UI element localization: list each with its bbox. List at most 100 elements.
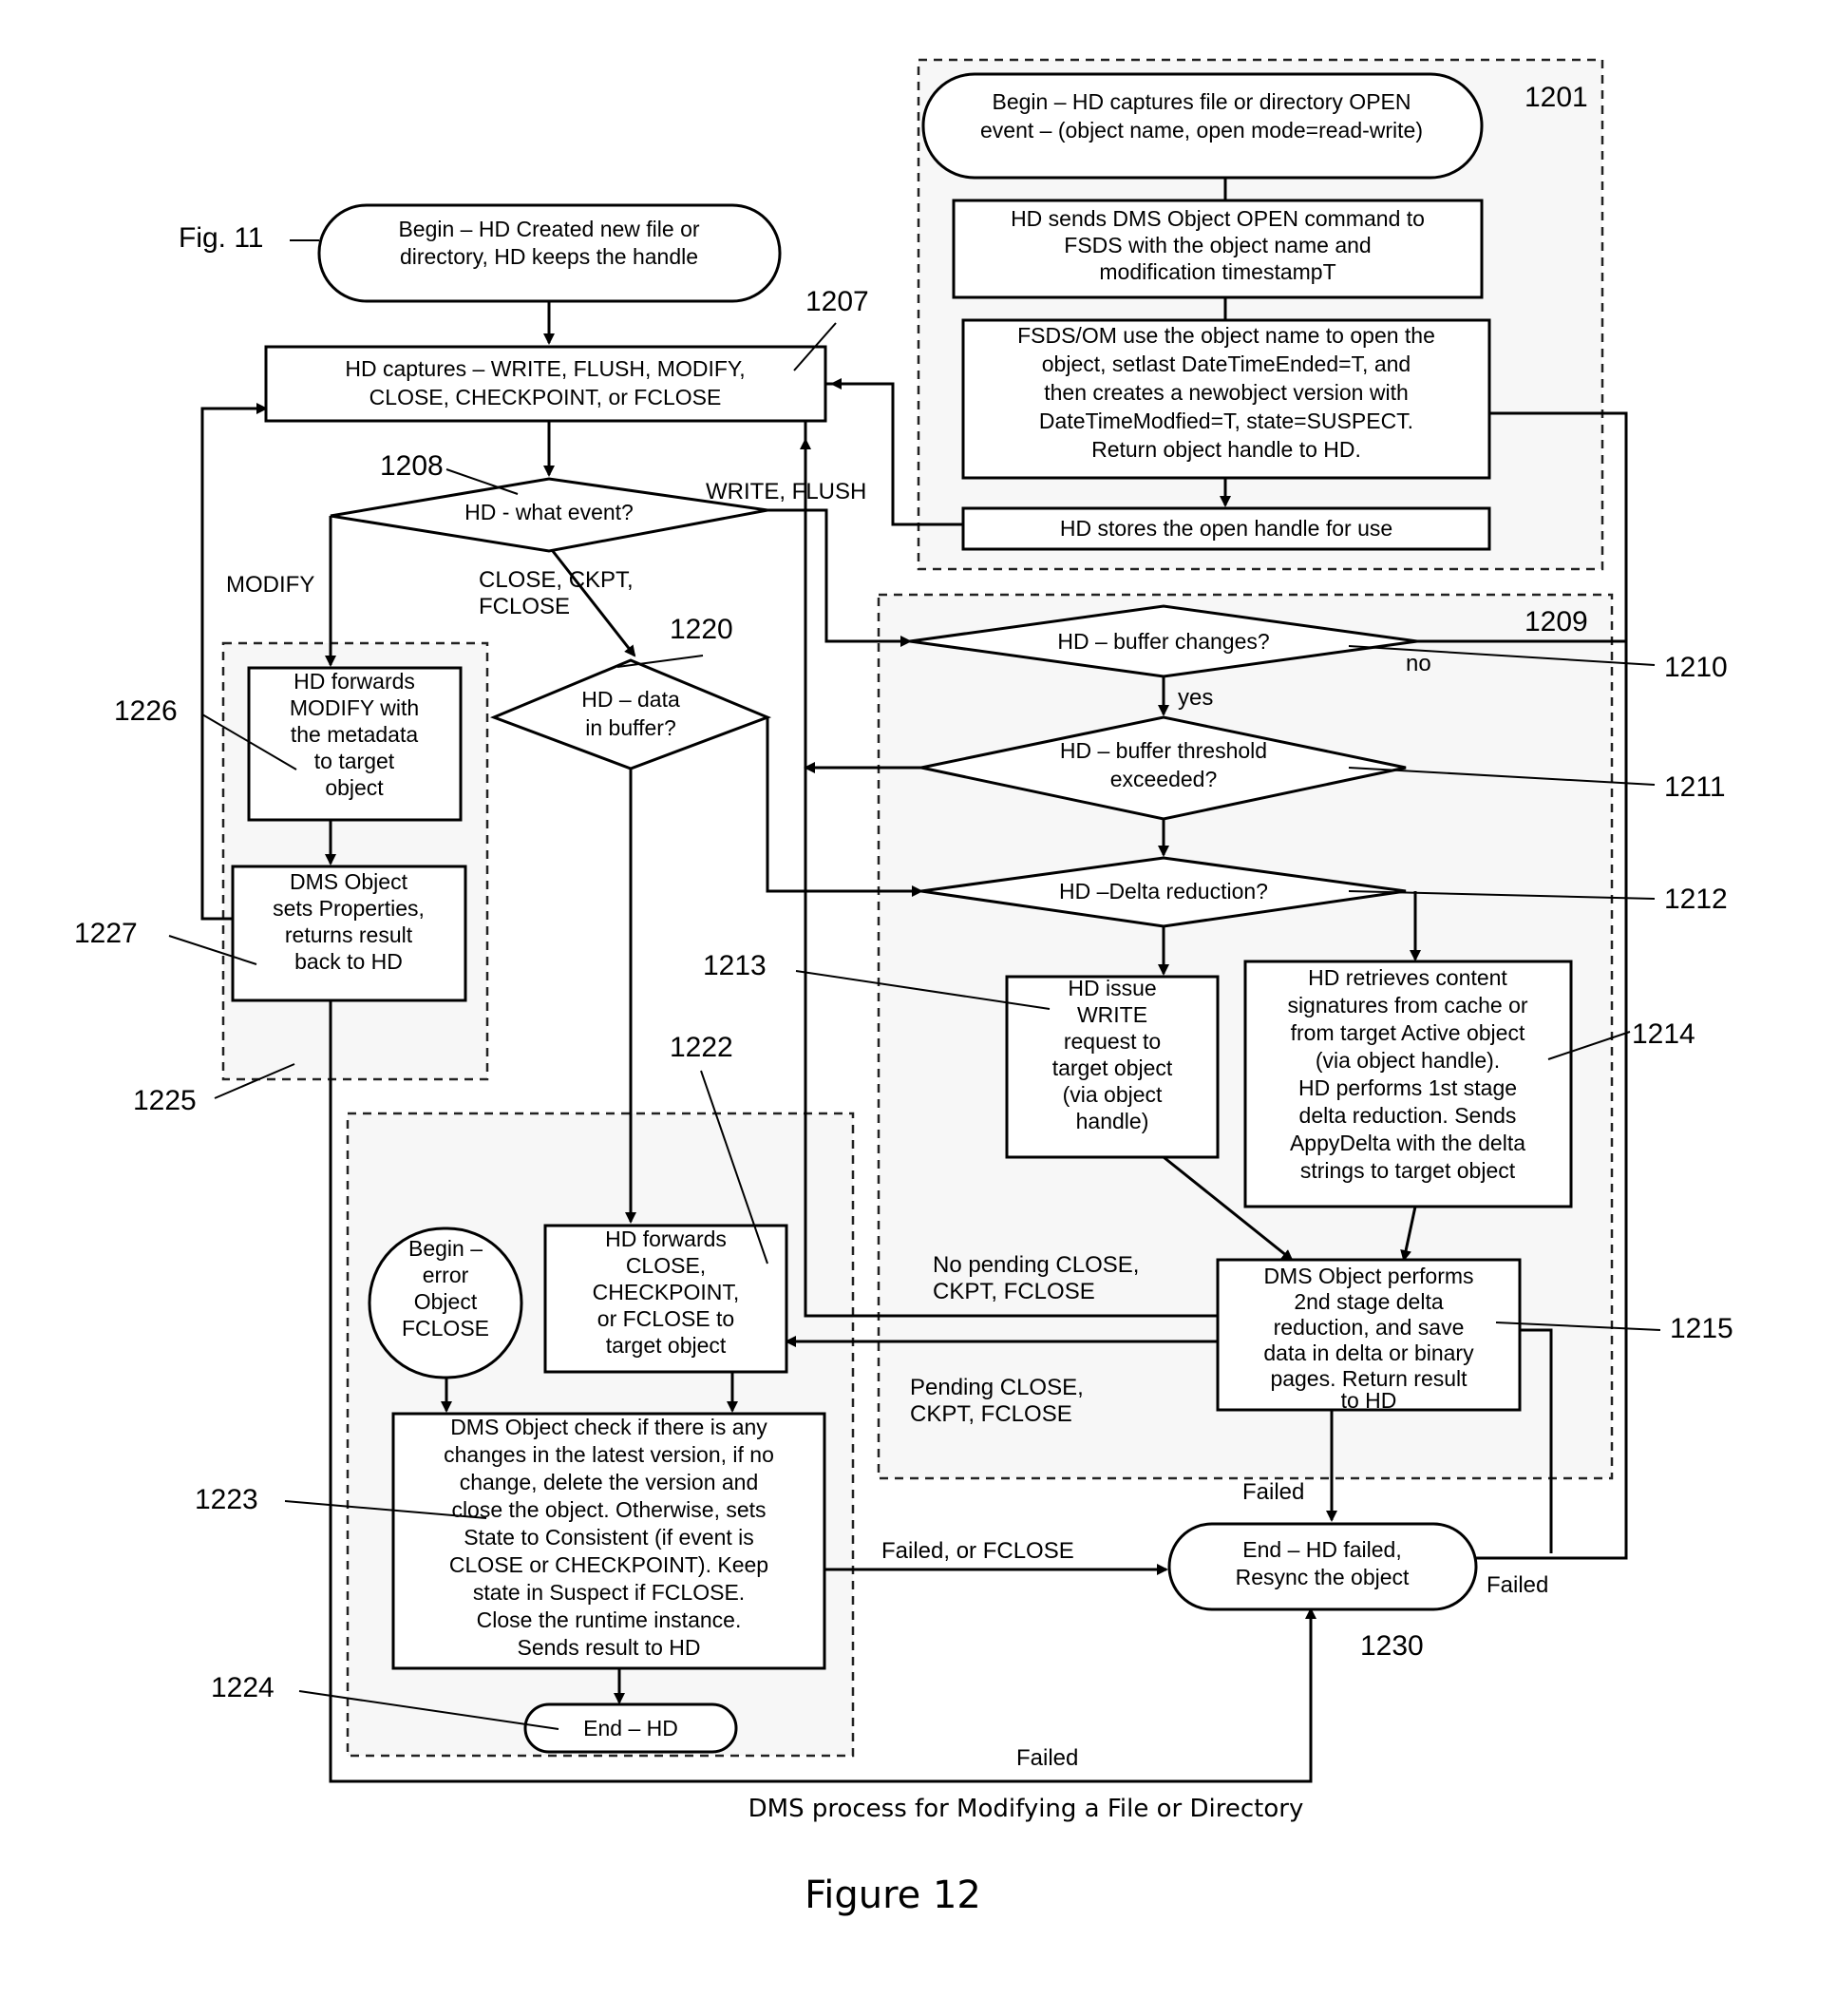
dms-check-line-7: state in Suspect if FCLOSE. (473, 1580, 745, 1605)
modify-forward-line-2: MODIFY with (290, 695, 419, 720)
dms-sets-line-4: back to HD (294, 949, 403, 974)
begin-error-line-2: error (423, 1263, 469, 1287)
end-failed-line-1: End – HD failed, (1242, 1537, 1401, 1562)
dms-check-line-6: CLOSE or CHECKPOINT). Keep (449, 1552, 768, 1577)
dms-second-line-2: 2nd stage delta (1294, 1289, 1444, 1314)
fig11-label: Fig. 11 (179, 222, 264, 254)
capture-events-line-2: CLOSE, CHECKPOINT, or FCLOSE (369, 385, 722, 409)
ref-1226: 1226 (114, 695, 178, 727)
dms-check-line-5: State to Consistent (if event is (464, 1525, 754, 1550)
dms-sets-line-3: returns result (285, 922, 413, 947)
what-event-decision: HD - what event? (331, 479, 767, 551)
modify-forward-line-5: object (325, 775, 384, 800)
dms-check-line-9: Sends result to HD (517, 1635, 700, 1660)
label-no-pending-2: CKPT, FCLOSE (933, 1279, 1095, 1304)
label-close-ckpt-2: FCLOSE (479, 594, 570, 619)
issue-write-line-3: request to (1064, 1029, 1161, 1054)
buffer-threshold-line-2: exceeded? (1110, 767, 1218, 791)
dms-second-line-3: reduction, and save (1274, 1315, 1465, 1340)
issue-write-line-2: WRITE (1077, 1002, 1147, 1027)
buffer-threshold-line-1: HD – buffer threshold (1060, 738, 1267, 763)
retrieve-line-2: signatures from cache or (1287, 993, 1527, 1018)
modify-forward-box: HD forwards MODIFY with the metadata to … (249, 668, 461, 820)
data-in-buffer-line-2: in buffer? (585, 715, 675, 740)
begin-created-line-1: Begin – HD Created new file or (398, 217, 699, 241)
dms-second-line-1: DMS Object performs (1263, 1264, 1473, 1288)
capture-events-box: HD captures – WRITE, FLUSH, MODIFY, CLOS… (266, 347, 825, 421)
label-failed-right: Failed (1487, 1572, 1548, 1598)
dms-sets-properties-box: DMS Object sets Properties, returns resu… (233, 866, 465, 1000)
begin-open-event-line-2: event – (object name, open mode=read-wri… (980, 118, 1423, 143)
forward-close-line-2: CLOSE, (626, 1253, 706, 1278)
fsds-om-line-3: then creates a newobject version with (1044, 380, 1409, 405)
begin-open-event-line-1: Begin – HD captures file or directory OP… (992, 89, 1411, 114)
fsds-om-line-1: FSDS/OM use the object name to open the (1017, 323, 1435, 348)
dms-check-box: DMS Object check if there is any changes… (393, 1414, 824, 1668)
forward-close-box: HD forwards CLOSE, CHECKPOINT, or FCLOSE… (545, 1226, 786, 1372)
label-failed-bottom: Failed (1016, 1745, 1078, 1771)
open-command-box: HD sends DMS Object OPEN command to FSDS… (954, 200, 1482, 297)
issue-write-box: HD issue WRITE request to target object … (1007, 976, 1218, 1157)
ref-1208: 1208 (380, 450, 444, 482)
dms-check-line-2: changes in the latest version, if no (444, 1442, 774, 1467)
retrieve-signatures-box: HD retrieves content signatures from cac… (1245, 961, 1571, 1207)
ref-1220: 1220 (670, 614, 733, 645)
forward-close-line-5: target object (606, 1333, 727, 1358)
modify-forward-line-3: the metadata (291, 722, 418, 747)
retrieve-line-7: AppyDelta with the delta (1290, 1131, 1525, 1155)
ref-1201: 1201 (1525, 82, 1588, 113)
delta-reduction-text: HD –Delta reduction? (1059, 879, 1268, 903)
end-failed-line-2: Resync the object (1236, 1565, 1410, 1589)
ref-1212: 1212 (1664, 884, 1728, 915)
label-close-ckpt-1: CLOSE, CKPT, (479, 567, 634, 593)
figure-label: Figure 12 (805, 1873, 981, 1917)
retrieve-line-6: delta reduction. Sends (1299, 1103, 1517, 1128)
ref-1214: 1214 (1632, 1018, 1695, 1050)
capture-events-line-1: HD captures – WRITE, FLUSH, MODIFY, (345, 356, 745, 381)
label-modify: MODIFY (226, 572, 314, 598)
fsds-om-box: FSDS/OM use the object name to open the … (963, 320, 1489, 478)
label-failed-or-fclose: Failed, or FCLOSE (881, 1538, 1074, 1564)
issue-write-line-6: handle) (1076, 1109, 1149, 1133)
begin-error-line-1: Begin – (408, 1236, 483, 1261)
store-handle-text: HD stores the open handle for use (1060, 516, 1392, 541)
ref-1227: 1227 (74, 918, 138, 949)
dms-check-line-1: DMS Object check if there is any (450, 1415, 767, 1439)
ref-1209: 1209 (1525, 606, 1588, 637)
dms-check-line-3: change, delete the version and (460, 1470, 759, 1494)
ref-1224: 1224 (211, 1672, 275, 1703)
label-write-flush: WRITE, FLUSH (706, 479, 866, 504)
open-command-line-2: FSDS with the object name and (1064, 233, 1371, 257)
ref-1207: 1207 (805, 286, 869, 317)
begin-open-event: Begin – HD captures file or directory OP… (923, 74, 1482, 178)
dms-check-line-4: close the object. Otherwise, sets (451, 1497, 766, 1522)
begin-created-file: Begin – HD Created new file or directory… (319, 205, 780, 301)
dms-sets-line-2: sets Properties, (273, 896, 425, 921)
fsds-om-line-4: DateTimeModfied=T, state=SUSPECT. (1039, 409, 1413, 433)
diagram-caption: DMS process for Modifying a File or Dire… (748, 1795, 1304, 1823)
begin-error-fclose: Begin – error Object FCLOSE (369, 1228, 521, 1378)
fsds-om-line-2: object, setlast DateTimeEnded=T, and (1042, 352, 1411, 376)
modify-forward-line-1: HD forwards (294, 669, 415, 694)
retrieve-line-4: (via object handle). (1316, 1048, 1500, 1073)
retrieve-line-8: strings to target object (1300, 1158, 1516, 1183)
issue-write-line-4: target object (1052, 1056, 1173, 1080)
ref-1230: 1230 (1360, 1630, 1424, 1662)
dms-check-line-8: Close the runtime instance. (477, 1607, 742, 1632)
label-failed-top: Failed (1242, 1479, 1304, 1505)
ref-1215: 1215 (1670, 1313, 1733, 1344)
open-command-line-3: modification timestampT (1099, 259, 1335, 284)
label-pending-1: Pending CLOSE, (910, 1375, 1084, 1400)
dms-sets-line-1: DMS Object (290, 869, 408, 894)
forward-close-line-4: or FCLOSE to (597, 1306, 734, 1331)
modify-forward-line-4: to target (314, 749, 395, 773)
ref-1223: 1223 (195, 1484, 258, 1515)
label-yes: yes (1178, 685, 1213, 711)
retrieve-line-3: from target Active object (1291, 1020, 1525, 1045)
ref-1225: 1225 (133, 1085, 197, 1116)
label-no-pending-1: No pending CLOSE, (933, 1252, 1139, 1278)
begin-created-line-2: directory, HD keeps the handle (400, 244, 698, 269)
what-event-text: HD - what event? (464, 500, 634, 524)
ref-1213: 1213 (703, 950, 767, 981)
begin-error-line-4: FCLOSE (402, 1316, 489, 1341)
